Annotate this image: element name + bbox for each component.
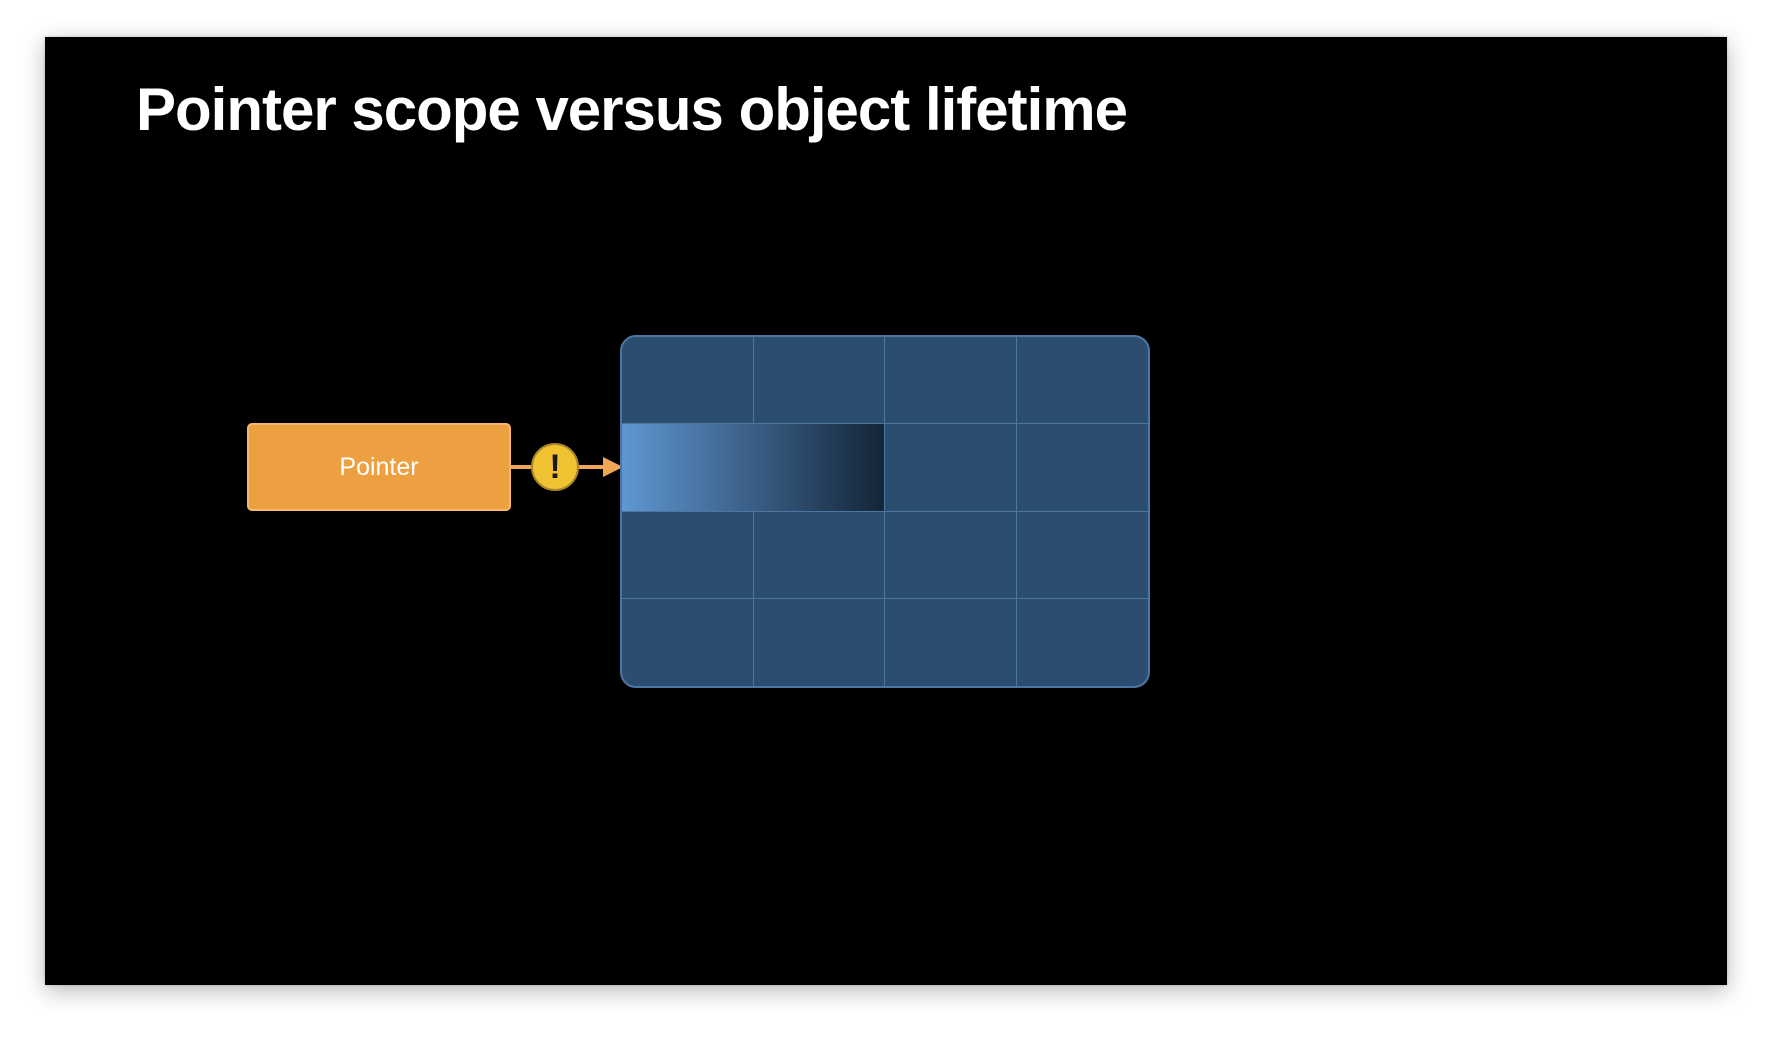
highlighted-memory-region — [622, 424, 885, 512]
pointer-box: Pointer — [247, 423, 511, 511]
slide-title: Pointer scope versus object lifetime — [136, 76, 1128, 143]
memory-cell — [1017, 599, 1149, 686]
memory-cell — [885, 511, 1017, 599]
slide: Pointer scope versus object lifetime Poi… — [45, 37, 1727, 985]
memory-cell — [1016, 512, 1148, 599]
memory-grid — [620, 335, 1150, 688]
arrow-head — [603, 457, 623, 477]
warning-icon: ! — [531, 443, 579, 491]
pointer-label: Pointer — [339, 452, 419, 481]
memory-cell — [1016, 424, 1148, 512]
warning-glyph: ! — [549, 448, 561, 486]
memory-cell — [622, 337, 754, 425]
memory-cell — [1016, 337, 1148, 425]
memory-cell — [753, 337, 885, 425]
memory-cell — [622, 511, 754, 599]
memory-cell — [753, 511, 885, 599]
memory-cell — [885, 424, 1017, 512]
memory-cell — [754, 598, 885, 686]
memory-cell — [885, 598, 1017, 686]
memory-cell — [885, 337, 1017, 425]
memory-cell — [622, 598, 754, 686]
